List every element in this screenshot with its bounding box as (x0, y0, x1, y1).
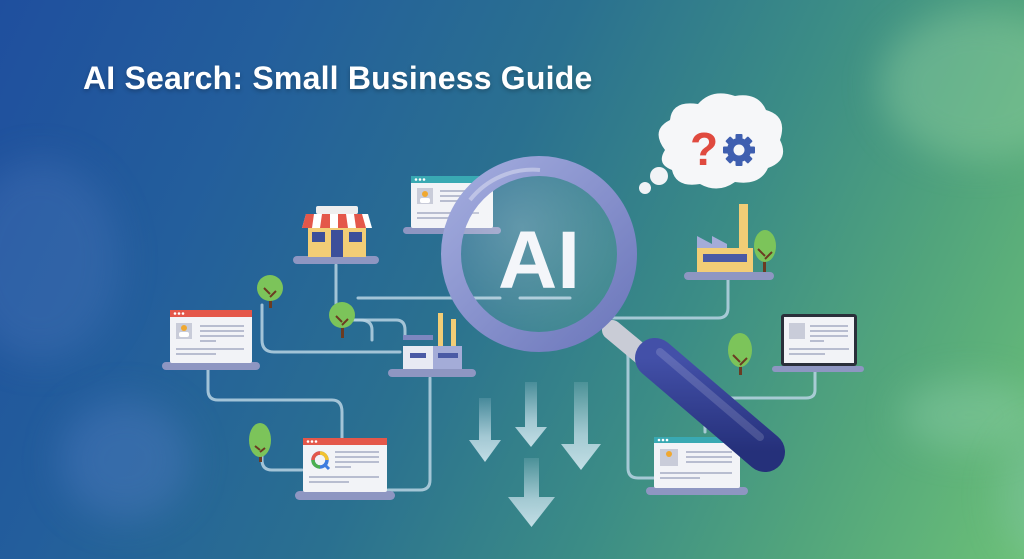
lens-ai-label: AI (498, 215, 580, 306)
storefront-icon (293, 206, 379, 264)
factory-icon (684, 204, 774, 280)
arrow-down-icon (469, 382, 601, 527)
background-glow (60, 400, 190, 520)
webpage-icon (162, 310, 260, 370)
thought-bubble: ? (639, 93, 784, 194)
question-mark-icon: ? (690, 123, 718, 175)
laptop-icon (772, 314, 864, 372)
search-result-page (295, 438, 395, 500)
tree-icon (728, 333, 752, 375)
magnifying-glass-icon: AI (441, 156, 785, 472)
gear-icon (723, 134, 755, 166)
webpage-icon (646, 437, 748, 495)
tree-icon (249, 423, 271, 462)
tree-icon (329, 302, 355, 338)
tree-icon (257, 275, 283, 308)
background-glow (900, 380, 1024, 450)
tree-icon (754, 230, 776, 272)
search-logo-icon (311, 451, 331, 471)
factory-icon (388, 313, 476, 377)
page-title: AI Search: Small Business Guide (83, 60, 593, 96)
